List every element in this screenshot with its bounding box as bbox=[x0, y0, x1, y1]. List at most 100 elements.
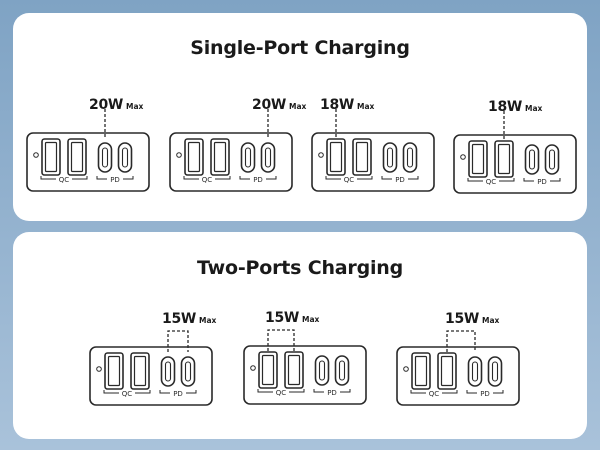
qc-label: QC bbox=[276, 389, 287, 397]
pd-label: PD bbox=[173, 390, 183, 398]
max-suffix: Max bbox=[126, 102, 144, 111]
usb-a-port-inner bbox=[261, 354, 275, 386]
usb-a-port bbox=[411, 352, 431, 390]
indicator-led bbox=[176, 152, 182, 158]
usb-a-port bbox=[284, 351, 304, 389]
usb-c-port-inner bbox=[121, 147, 129, 168]
pd-label: PD bbox=[110, 176, 120, 184]
usb-a-port-inner bbox=[287, 354, 301, 386]
qc-bracket bbox=[467, 178, 515, 182]
indicator-led bbox=[96, 366, 102, 372]
max-suffix: Max bbox=[482, 316, 500, 325]
qc-label: QC bbox=[59, 176, 70, 184]
pd-bracket bbox=[96, 176, 134, 180]
usb-a-port-inner bbox=[107, 355, 121, 387]
max-suffix: Max bbox=[525, 104, 543, 113]
qc-bracket bbox=[410, 390, 458, 394]
usb-c-port-inner bbox=[164, 361, 172, 382]
usb-a-port bbox=[258, 351, 278, 389]
single-port-title: Single-Port Charging bbox=[190, 37, 410, 59]
usb-a-port bbox=[494, 140, 514, 178]
power-connector-line bbox=[267, 329, 295, 351]
pd-bracket bbox=[381, 176, 419, 180]
usb-a-port bbox=[104, 352, 124, 390]
usb-a-port-inner bbox=[133, 355, 147, 387]
pd-bracket bbox=[159, 390, 197, 394]
usb-a-port bbox=[41, 138, 61, 176]
qc-label: QC bbox=[344, 176, 355, 184]
usb-a-port bbox=[468, 140, 488, 178]
usb-c-port bbox=[334, 355, 350, 386]
usb-a-port bbox=[67, 138, 87, 176]
charger-svg: QC PD bbox=[243, 329, 367, 405]
indicator-led bbox=[33, 152, 39, 158]
usb-c-port bbox=[97, 142, 113, 173]
usb-c-port bbox=[402, 142, 418, 173]
charger-svg: QC PD bbox=[26, 109, 150, 192]
two-ports-title: Two-Ports Charging bbox=[196, 257, 404, 279]
watt-value: 15W bbox=[162, 311, 197, 327]
usb-a-port bbox=[210, 138, 230, 176]
pd-bracket bbox=[466, 390, 504, 394]
watt-value: 18W bbox=[320, 97, 355, 113]
usb-a-port-inner bbox=[440, 355, 454, 387]
qc-bracket bbox=[257, 389, 305, 393]
qc-label: QC bbox=[486, 178, 497, 186]
max-suffix: Max bbox=[289, 102, 307, 111]
qc-bracket bbox=[103, 390, 151, 394]
pd-label: PD bbox=[253, 176, 263, 184]
usb-c-port-inner bbox=[264, 147, 272, 168]
usb-a-port-inner bbox=[414, 355, 428, 387]
usb-c-port bbox=[544, 144, 560, 175]
pd-label: PD bbox=[327, 389, 337, 397]
qc-label: QC bbox=[202, 176, 213, 184]
usb-a-port-inner bbox=[70, 141, 84, 173]
usb-a-port bbox=[352, 138, 372, 176]
qc-bracket bbox=[40, 176, 88, 180]
qc-label: QC bbox=[429, 390, 440, 398]
qc-bracket bbox=[325, 176, 373, 180]
usb-c-port-inner bbox=[184, 361, 192, 382]
indicator-led bbox=[460, 154, 466, 160]
qc-label: QC bbox=[122, 390, 133, 398]
usb-c-port bbox=[160, 356, 176, 387]
usb-c-port bbox=[314, 355, 330, 386]
usb-c-port-inner bbox=[548, 149, 556, 170]
usb-a-port bbox=[437, 352, 457, 390]
indicator-led bbox=[250, 365, 256, 371]
watt-value: 18W bbox=[488, 99, 523, 115]
max-suffix: Max bbox=[357, 102, 375, 111]
usb-c-port bbox=[467, 356, 483, 387]
pd-bracket bbox=[313, 389, 351, 393]
usb-c-port-inner bbox=[244, 147, 252, 168]
usb-c-port-inner bbox=[338, 360, 346, 381]
usb-a-port-inner bbox=[471, 143, 485, 175]
usb-a-port-inner bbox=[44, 141, 58, 173]
charger-svg: QC PD bbox=[169, 109, 293, 192]
usb-a-port-inner bbox=[329, 141, 343, 173]
watt-value: 15W bbox=[265, 310, 300, 326]
usb-c-port-inner bbox=[528, 149, 536, 170]
max-suffix: Max bbox=[302, 315, 320, 324]
usb-a-port-inner bbox=[213, 141, 227, 173]
usb-a-port bbox=[130, 352, 150, 390]
usb-c-port bbox=[117, 142, 133, 173]
usb-c-port-inner bbox=[386, 147, 394, 168]
pd-bracket bbox=[523, 178, 561, 182]
indicator-led bbox=[403, 366, 409, 372]
watt-value: 20W bbox=[252, 97, 287, 113]
